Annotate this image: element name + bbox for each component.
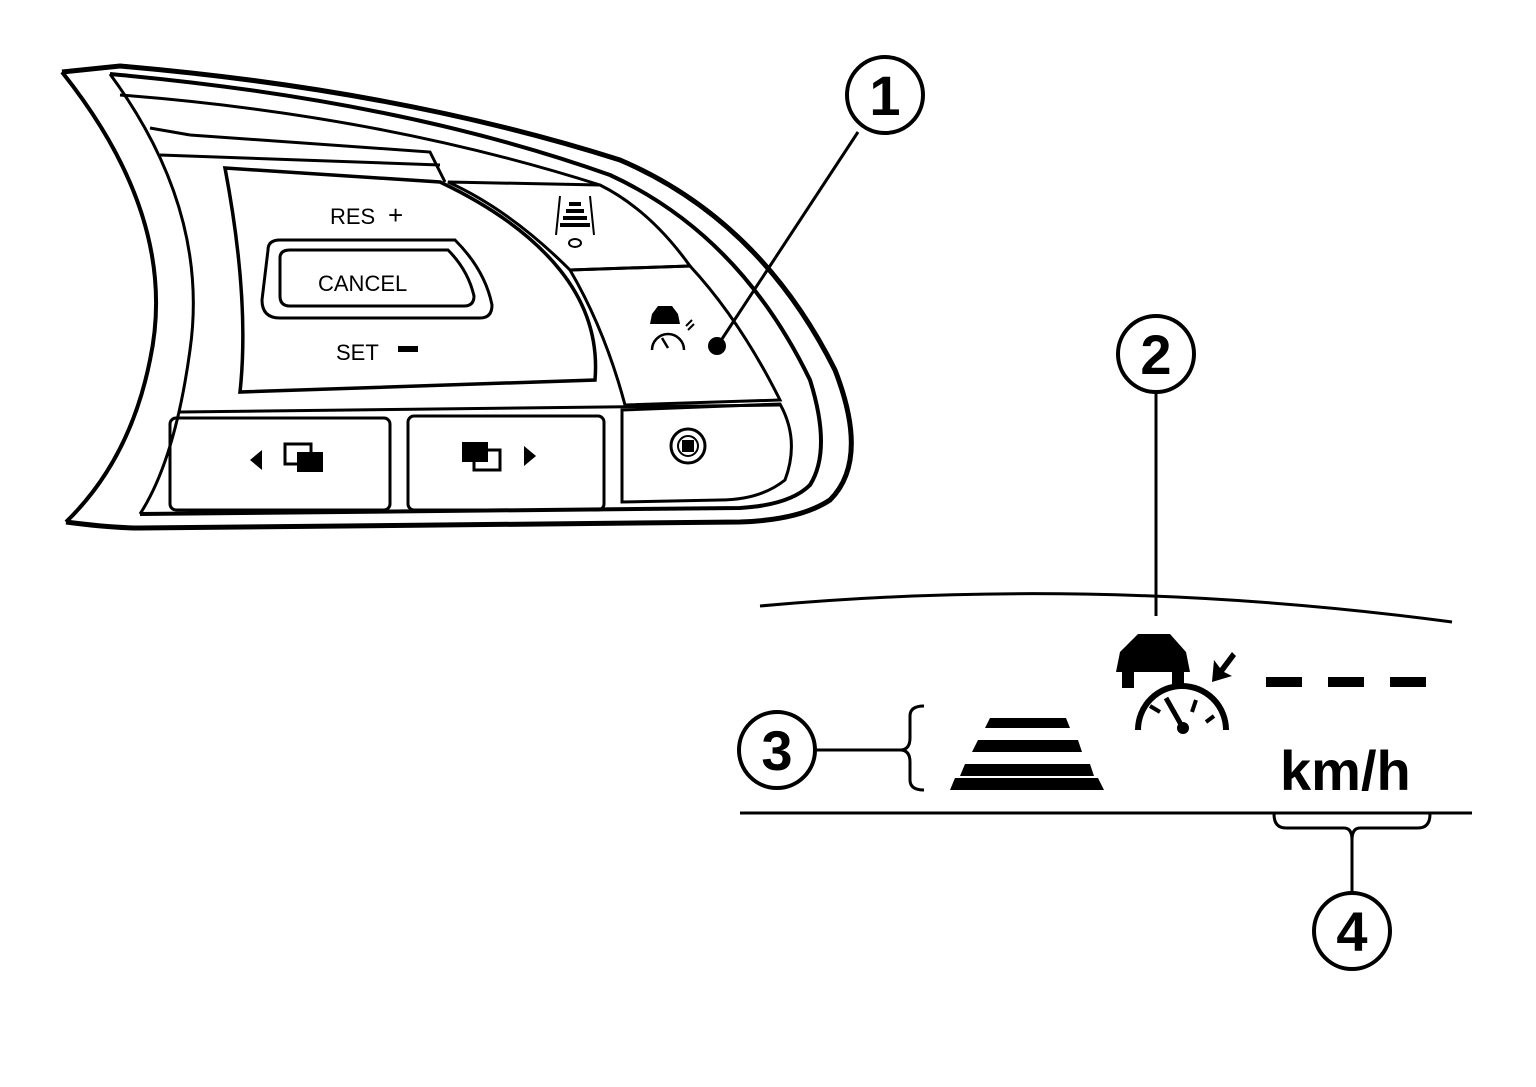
- trim-band: [189, 133, 447, 183]
- callout-3-number: 3: [761, 719, 792, 782]
- display-prev-icon: [250, 442, 323, 472]
- callout-3-bracket: [899, 704, 925, 792]
- res-label: RES: [330, 204, 375, 229]
- spoke-outer-outline: [61, 63, 854, 531]
- trim-band: [159, 153, 441, 167]
- callout-4-bracket: [1272, 813, 1432, 841]
- intelligent-cruise-control-icon[interactable]: [650, 306, 695, 351]
- callout-1-number: 1: [869, 64, 900, 127]
- set-minus: [398, 346, 418, 352]
- spoke-left-edge: [60, 70, 159, 524]
- lower-row-divider: [179, 403, 781, 414]
- distance-bars-indicator: [950, 718, 1104, 790]
- res-plus: +: [388, 200, 403, 230]
- spoke-inner-outline: [109, 72, 823, 516]
- cruise-rocker-outline: [222, 166, 598, 394]
- cancel-button[interactable]: CANCEL: [260, 238, 494, 320]
- distance-button-outline: [567, 264, 783, 407]
- callout-2: 2: [1116, 314, 1196, 616]
- steering-wheel-switch: RES + CANCEL SET: [60, 63, 854, 531]
- set-speed-dashes: - - -: [1266, 677, 1426, 687]
- spoke-left-edge-inner: [108, 73, 195, 515]
- callout-4-number: 4: [1336, 900, 1367, 963]
- display-top-edge: [759, 592, 1453, 624]
- meter-display: - - - km/h: [740, 592, 1472, 841]
- callout-4: 4: [1312, 840, 1392, 971]
- display-next-button[interactable]: [406, 414, 606, 512]
- speed-unit-label: km/h: [1280, 739, 1411, 802]
- callout-2-number: 2: [1140, 323, 1171, 386]
- lane-keep-assist-icon: [555, 195, 595, 248]
- callout-3: 3: [737, 710, 900, 790]
- trim-band: [149, 126, 191, 137]
- display-prev-button[interactable]: [168, 416, 392, 512]
- vehicle-distance-icon: [669, 427, 707, 465]
- icc-display-icon: [1116, 634, 1236, 734]
- set-label: SET: [336, 340, 379, 365]
- trim-band: [119, 93, 601, 187]
- callout-1: 1: [718, 55, 925, 343]
- vehicle-distance-button[interactable]: [620, 402, 793, 504]
- cancel-label: CANCEL: [318, 271, 407, 296]
- display-next-icon: [462, 442, 536, 472]
